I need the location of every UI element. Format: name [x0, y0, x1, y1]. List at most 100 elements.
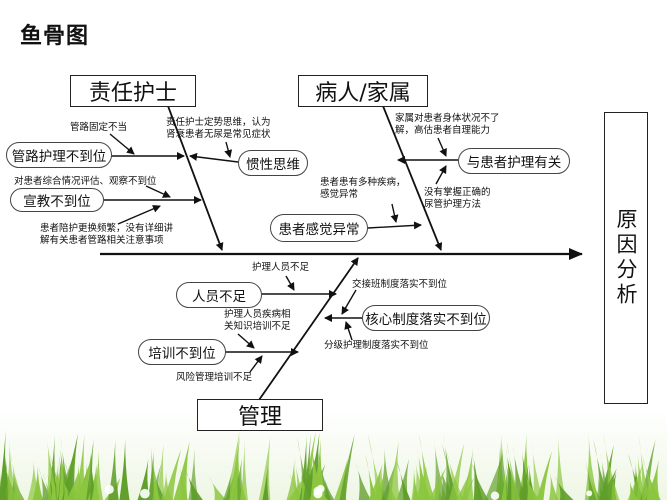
- rib-perc-sub: [390, 203, 399, 223]
- grass-blade: [155, 443, 165, 500]
- grass-blade: [323, 475, 335, 500]
- note-family-1: 家属对患者身体状况不了: [395, 113, 500, 124]
- grass-blade: [223, 472, 232, 500]
- page-title: 鱼骨图: [20, 24, 90, 49]
- note-caregiver-1: 患者陪护更换频繁，没有详细讲: [40, 223, 174, 234]
- grass-blade: [231, 458, 245, 500]
- grass-blade: [184, 468, 203, 500]
- grass-blade: [288, 474, 306, 500]
- bone-management: [258, 257, 359, 401]
- note-method-1: 没有掌握正确的: [424, 187, 491, 198]
- flower-dot: [490, 491, 500, 500]
- grass-blade: [418, 432, 435, 500]
- effect-label: 原因分析: [614, 208, 638, 308]
- grass-blade: [584, 432, 599, 500]
- note-tube-fixation: 管路固定不当: [70, 122, 128, 133]
- note-family-2: 解，高估患者自理能力: [395, 125, 491, 136]
- cause-staffing: 人员不足: [176, 282, 262, 308]
- grass-blade: [646, 460, 660, 500]
- grass-blade: [506, 440, 521, 500]
- grass-blade: [628, 477, 638, 500]
- cause-training: 培训不到位: [138, 339, 226, 365]
- rib-train-sub2: [249, 355, 263, 373]
- cause-inertia: 惯性思维: [238, 150, 308, 176]
- note-knowledge-2: 关知识培训不足: [224, 321, 291, 332]
- bone-nurse: [167, 105, 224, 251]
- flower-dot: [586, 490, 593, 497]
- note-disease-1: 患者患有多种疾病，: [320, 177, 406, 188]
- cause-core-system: 核心制度落实不到位: [362, 305, 490, 331]
- grass-blade: [449, 443, 465, 500]
- grass-blade: [209, 476, 227, 500]
- grass-blade: [414, 466, 428, 500]
- grass-blade: [555, 432, 566, 500]
- note-handover: 交接班制度落实不到位: [352, 279, 448, 290]
- rib-comm-sub1: [437, 137, 447, 157]
- note-method-2: 尿管护理方法: [424, 199, 482, 210]
- grass-blade: [433, 436, 447, 500]
- rib-inertia-sub: [224, 141, 233, 158]
- grass-blade: [472, 447, 483, 500]
- rib-core-sub2: [344, 321, 353, 341]
- grass-blade: [147, 450, 155, 500]
- grass-blade: [461, 451, 474, 500]
- grass-blade: [531, 441, 544, 500]
- grass-blade: [640, 469, 654, 500]
- grass-blade: [163, 449, 182, 500]
- note-mindset-1: 责任护士定势思维，认为: [166, 117, 271, 128]
- grass-blade: [396, 459, 411, 500]
- rib-core-sub1: [341, 289, 357, 315]
- grass-blade: [91, 466, 100, 500]
- note-assessment: 对患者综合情况评估、观察不到位: [14, 176, 157, 187]
- grass-blade: [504, 454, 517, 500]
- bone-patient: [382, 105, 443, 251]
- grass-blade: [596, 472, 605, 500]
- grass-blade: [61, 477, 76, 500]
- flower-dot: [140, 488, 150, 499]
- category-nurse: 责任护士: [70, 75, 196, 107]
- grass-blade: [38, 467, 53, 500]
- grass-blade: [339, 434, 355, 500]
- grass-blade: [638, 435, 650, 500]
- grass-blade: [599, 468, 617, 500]
- note-disease-2: 感觉异常: [320, 189, 359, 200]
- rib-perception: [367, 221, 422, 230]
- grass-blade: [549, 469, 559, 500]
- note-caregiver-2: 解有关患者管路相关注意事项: [40, 235, 164, 246]
- grass-blade: [355, 462, 371, 500]
- grass-blade: [61, 470, 76, 500]
- note-knowledge-1: 护理人员疾病相: [224, 309, 291, 320]
- grass-blade: [173, 441, 190, 500]
- note-graded-care: 分级护理制度落实不到位: [324, 340, 429, 351]
- grass-blade: [523, 471, 540, 500]
- grass-blade: [428, 467, 447, 500]
- cause-perception: 患者感觉异常: [270, 214, 368, 242]
- grass-blade: [554, 476, 574, 500]
- grass-blade: [303, 433, 311, 500]
- note-mindset-2: 肾衰患者无尿是常见症状: [166, 129, 271, 140]
- rib-edu-sub1: [145, 185, 171, 198]
- grass-blade: [9, 448, 23, 500]
- grass-blade: [46, 433, 60, 500]
- note-staff-shortage: 护理人员不足: [252, 262, 310, 273]
- grass-blade: [75, 434, 86, 500]
- note-risk-training: 风险管理培训不足: [176, 372, 253, 383]
- grass-blade: [386, 441, 400, 500]
- rib-comm-sub2: [435, 165, 447, 185]
- category-management: 管理: [197, 399, 323, 431]
- flower-dot: [313, 489, 323, 499]
- grass-blade: [505, 447, 521, 500]
- rib-train-sub1: [237, 333, 255, 349]
- grass-blade: [152, 470, 166, 500]
- grass-blade: [152, 466, 161, 500]
- cause-education: 宣教不到位: [10, 188, 104, 212]
- cause-communication: 与患者护理有关: [458, 148, 570, 174]
- grass-blade: [119, 436, 130, 500]
- grass-blade: [517, 464, 531, 500]
- grass-blade: [311, 438, 326, 500]
- flower-dot: [104, 484, 114, 495]
- grass-blade: [258, 436, 271, 500]
- grass-blade: [310, 443, 325, 500]
- grass-blade: [641, 455, 661, 500]
- grass-blade: [49, 454, 68, 500]
